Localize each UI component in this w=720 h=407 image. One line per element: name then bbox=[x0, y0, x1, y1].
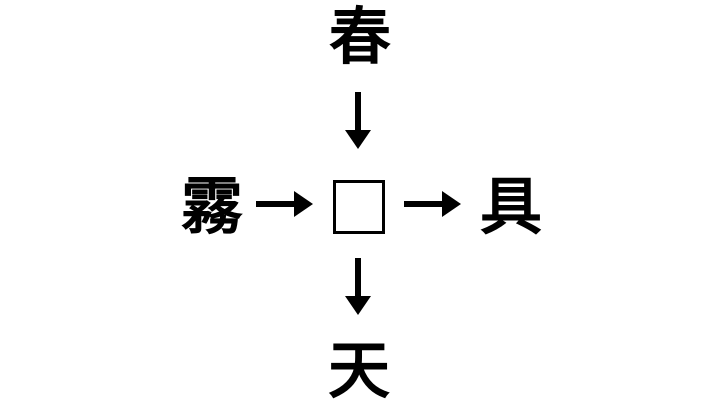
down-arrow-icon-top bbox=[344, 92, 372, 150]
kanji-node-left: 霧 bbox=[180, 170, 243, 243]
kanji-node-bottom: 天 bbox=[327, 334, 390, 407]
right-arrow-icon-left bbox=[256, 190, 314, 218]
kanji-node-right: 具 bbox=[479, 170, 542, 243]
right-arrow-icon-right bbox=[404, 190, 462, 218]
answer-square-blank[interactable] bbox=[333, 180, 385, 234]
kanji-node-top: 春 bbox=[328, 0, 391, 73]
down-arrow-icon-bottom bbox=[344, 258, 372, 316]
